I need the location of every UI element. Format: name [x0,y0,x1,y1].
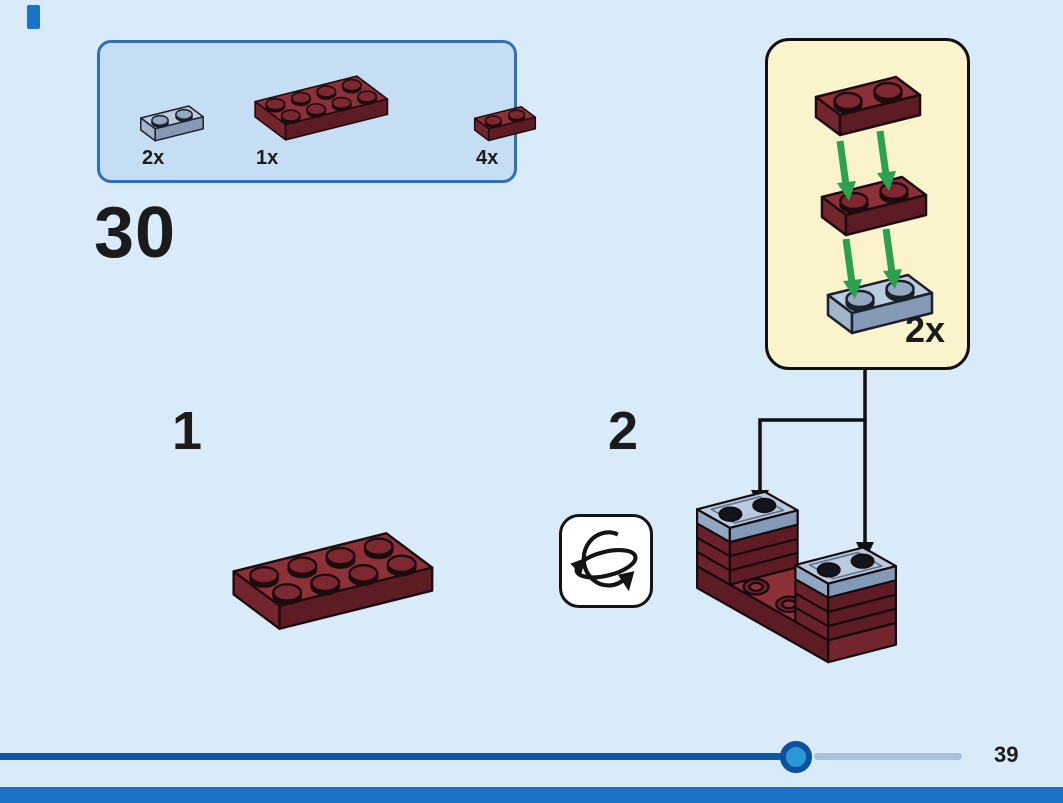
callout-count: 2x [904,309,945,350]
substep-1-label: 1 [172,401,203,461]
progress-track-filled[interactable] [0,753,784,760]
progress-slider-knob[interactable] [780,741,812,773]
plate-1x2-dark-red-icon [470,95,540,145]
corner-mark [27,5,40,29]
subassembly-stack-image [814,75,934,335]
parts-callout-box: 2x 1x 4x [97,40,517,183]
step-number: 30 [94,193,177,273]
subassembly-callout-box: 2x [765,38,970,370]
step1-plate-2x4-image [226,518,436,636]
plate-1x2-light-blue-icon [136,94,208,145]
part-item: 1x [250,66,390,170]
rotate-arrows-icon [570,530,638,592]
substep-2-label: 2 [608,401,639,461]
green-assembly-arrows [836,130,896,284]
step2-assembly-image [696,490,897,664]
part-item: 4x [470,95,540,170]
part-count: 4x [476,147,499,169]
part-count: 2x [142,147,165,169]
part-item: 2x [136,94,208,170]
footer-bar [0,787,1063,803]
part-count: 1x [256,147,279,169]
progress-track-remaining[interactable] [814,753,962,760]
plate-2x4-dark-red-icon [250,66,390,145]
page-number: 39 [994,742,1019,767]
rotate-model-icon [559,514,653,608]
